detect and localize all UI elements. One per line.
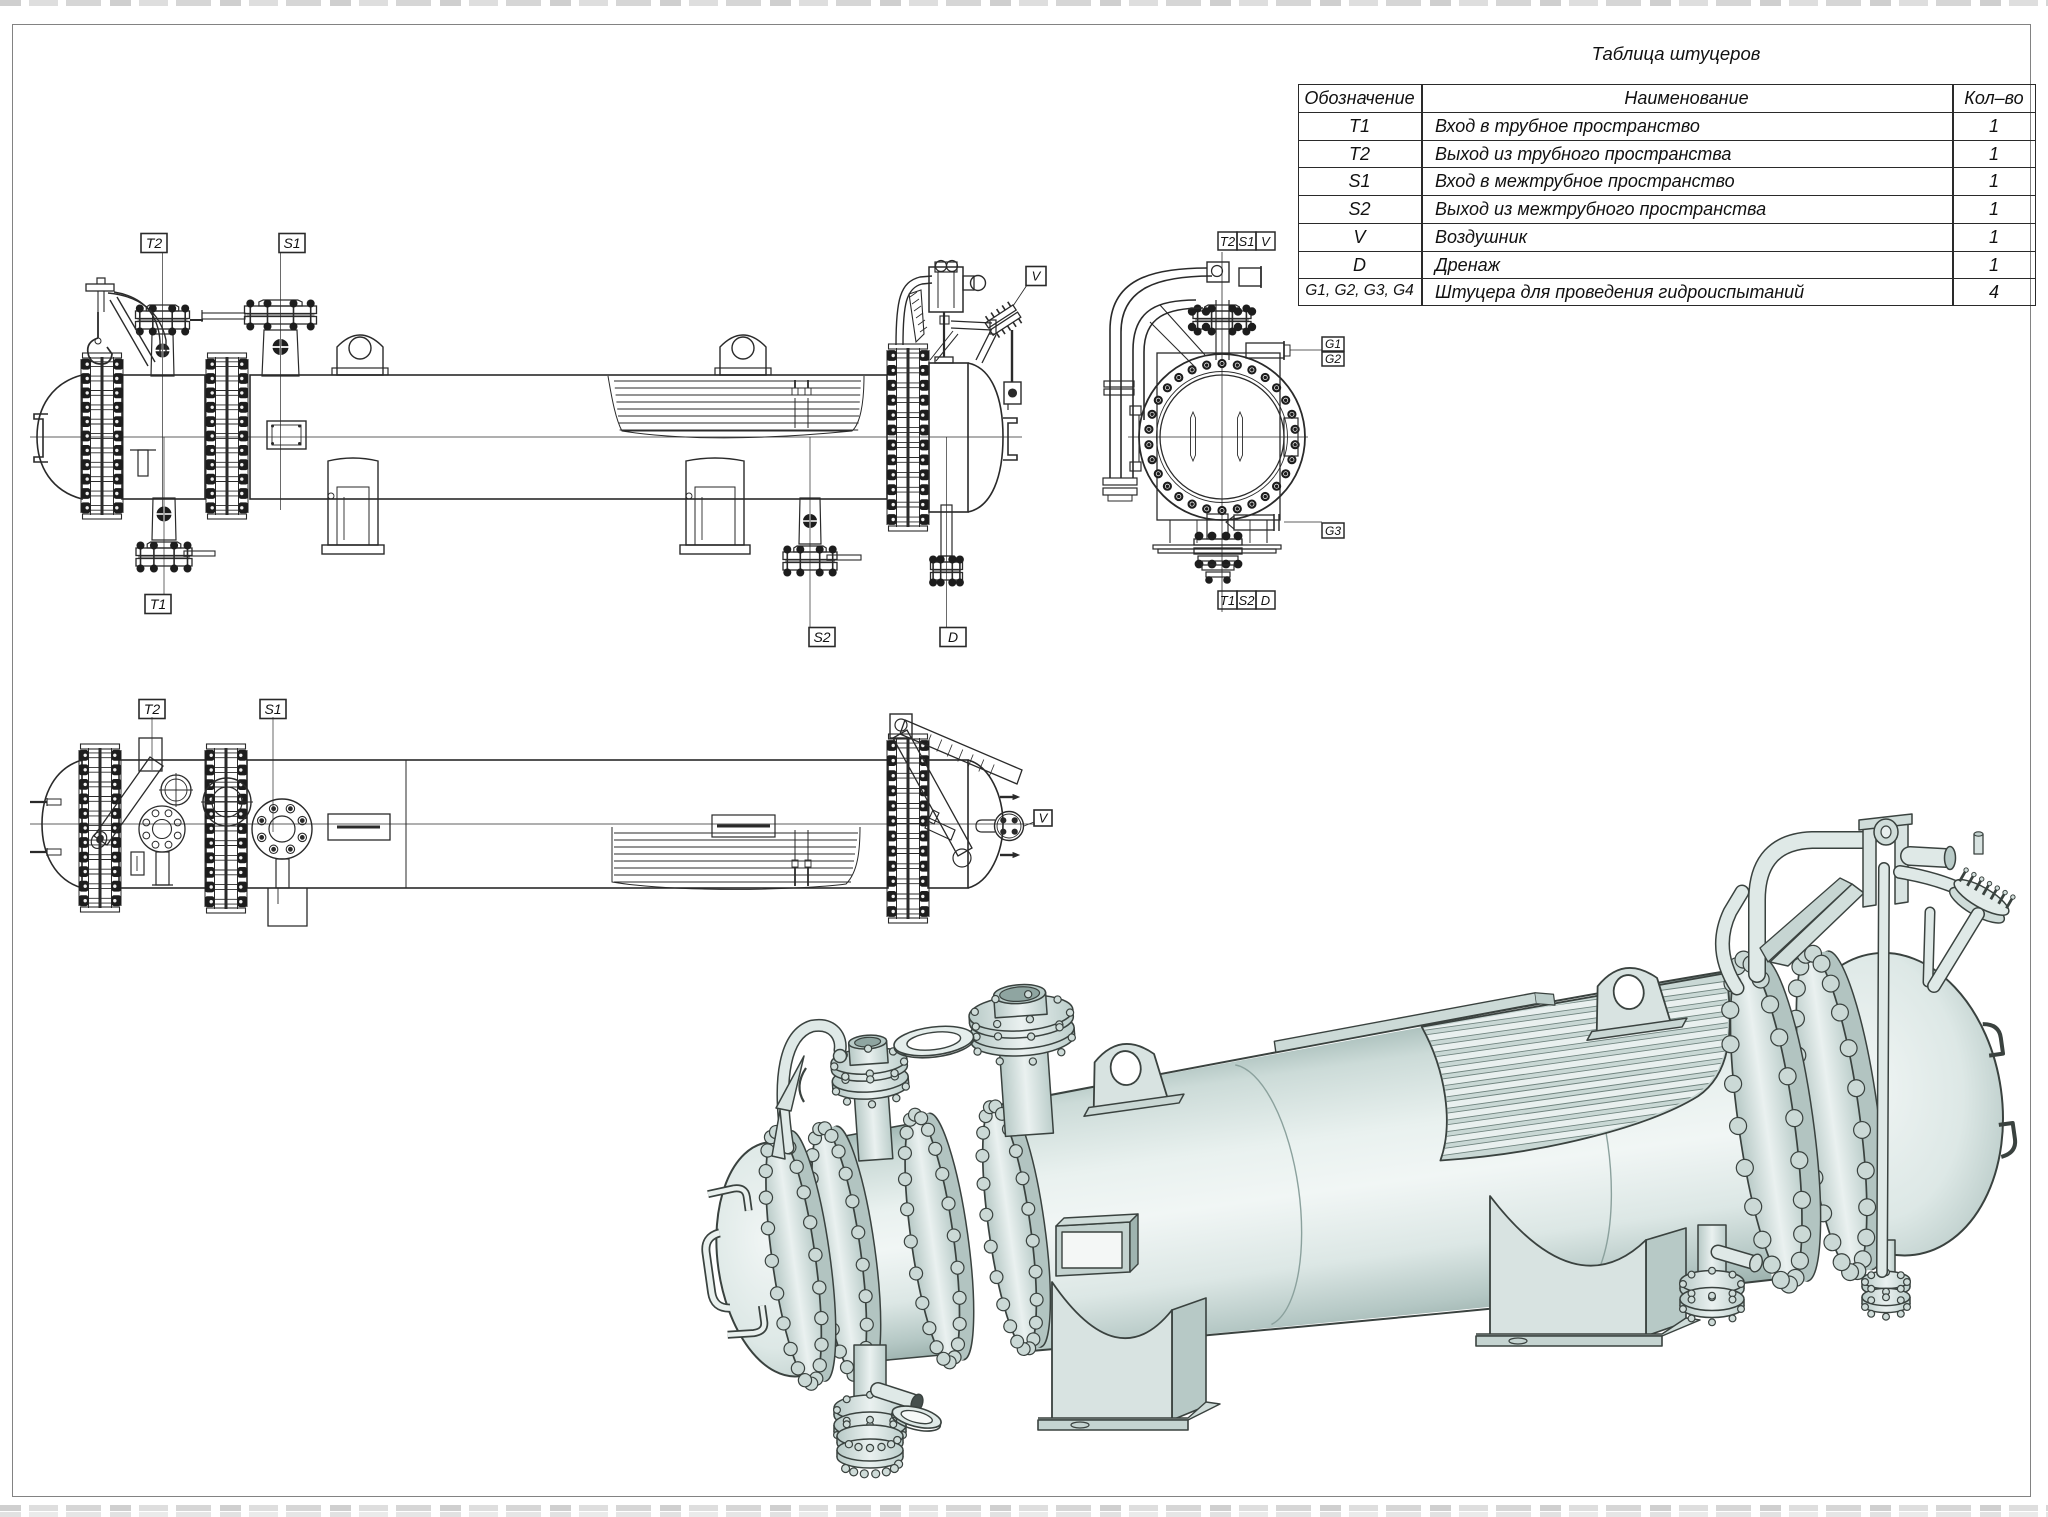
svg-text:G2: G2	[1325, 352, 1341, 366]
svg-text:D: D	[1261, 593, 1270, 608]
svg-text:T1: T1	[1220, 593, 1235, 608]
svg-text:G1: G1	[1325, 337, 1341, 351]
svg-text:T2: T2	[1220, 234, 1236, 249]
svg-text:S2: S2	[1239, 593, 1256, 608]
svg-text:S1: S1	[283, 235, 300, 251]
svg-text:V: V	[1039, 811, 1049, 826]
svg-text:S1: S1	[1239, 234, 1255, 249]
svg-text:V: V	[1032, 269, 1042, 284]
svg-text:G3: G3	[1325, 524, 1341, 538]
svg-text:T2: T2	[146, 235, 163, 251]
svg-text:T1: T1	[150, 596, 166, 612]
svg-text:S1: S1	[264, 701, 281, 717]
svg-text:D: D	[948, 629, 958, 645]
svg-text:T2: T2	[144, 701, 161, 717]
svg-text:V: V	[1261, 234, 1271, 249]
svg-text:S2: S2	[813, 629, 830, 645]
